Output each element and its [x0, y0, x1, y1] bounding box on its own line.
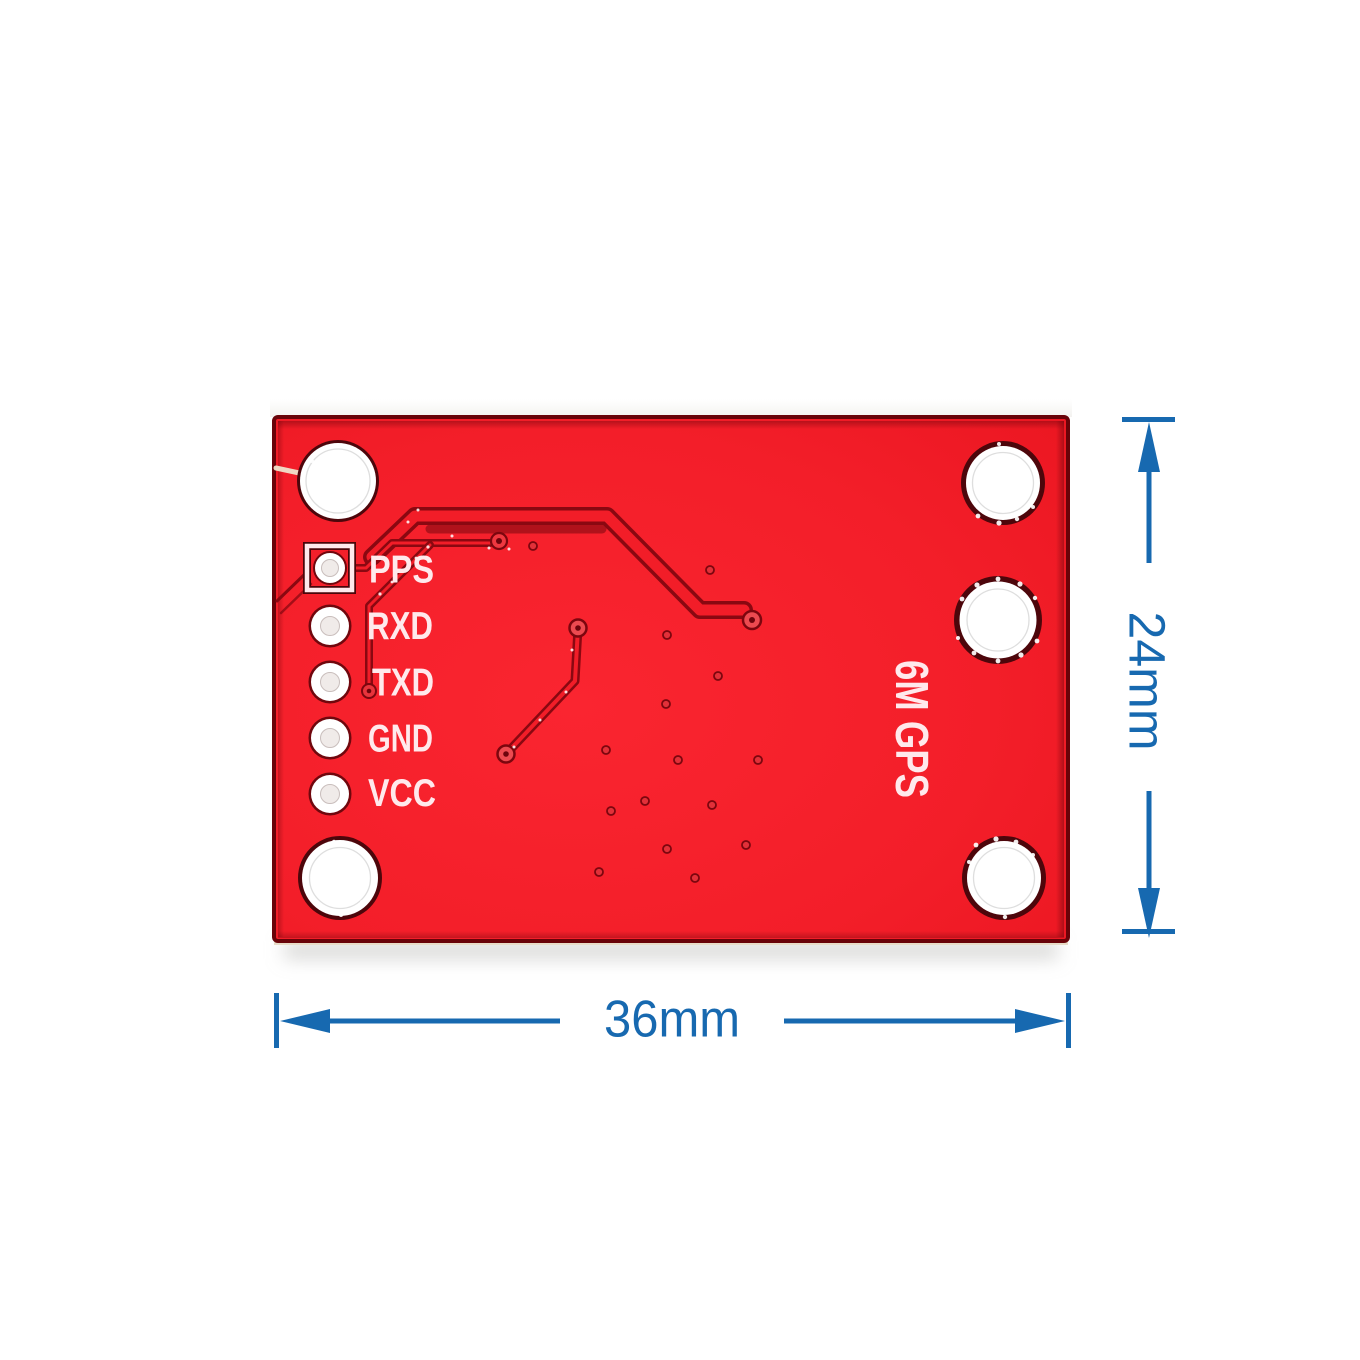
svg-text:24mm: 24mm [1119, 612, 1176, 751]
svg-text:GND: GND [368, 718, 433, 761]
svg-text:VCC: VCC [368, 772, 436, 815]
svg-text:TXD: TXD [372, 662, 434, 705]
svg-text:36mm: 36mm [604, 991, 740, 1049]
svg-text:PPS: PPS [369, 549, 434, 592]
svg-text:RXD: RXD [367, 605, 433, 648]
svg-text:6M GPS: 6M GPS [886, 660, 938, 798]
